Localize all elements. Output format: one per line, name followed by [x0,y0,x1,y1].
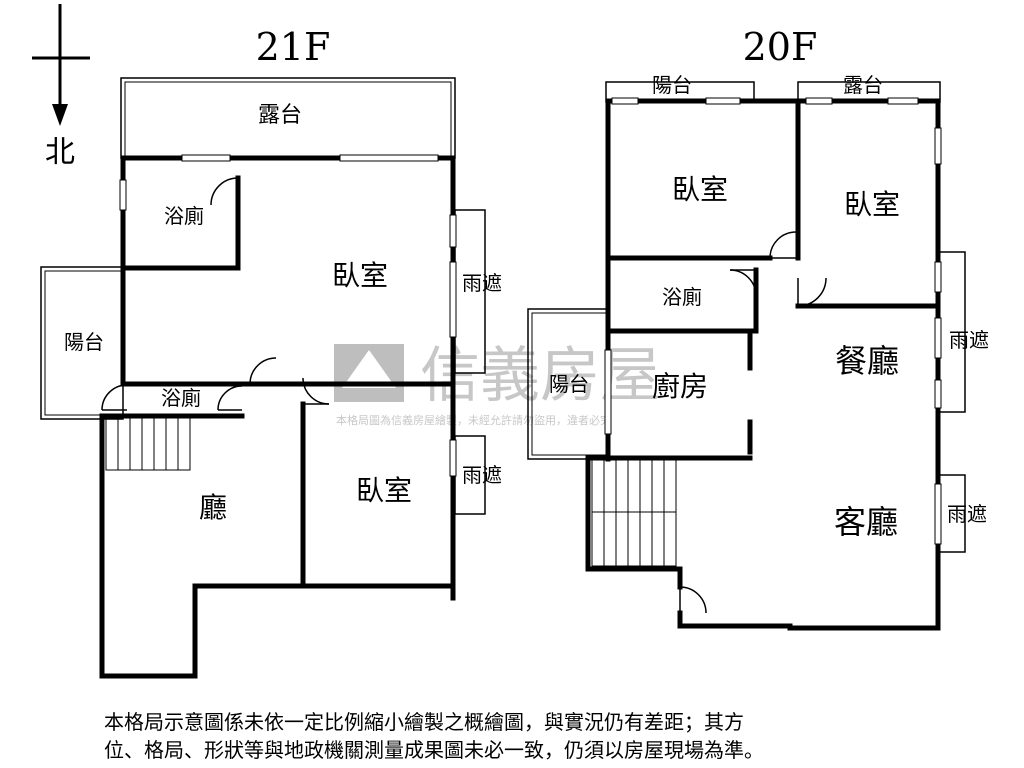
room-label-dining: 餐廳 [835,342,899,380]
floor-title-20f: 20F [743,25,818,69]
room-label-bedroom-lower: 臥室 [356,474,412,507]
room-label-terrace-top: 露台 [843,73,883,97]
room-label-balcony-top: 陽台 [652,73,692,97]
north-label: 北 [45,135,75,170]
walls-21f [99,155,456,679]
room-label-balcony: 陽台 [64,330,104,354]
stairs-21f [105,417,191,471]
room-label-balcony-side: 陽台 [549,372,589,396]
room-label-bedroom-main: 臥室 [332,259,388,292]
watermark-notice: 本格局圖為信義房屋繪製，未經允許請勿盜用，違者必究 [336,413,611,427]
room-label-canopy-lower: 雨遮 [462,463,502,487]
floor-plan-20f: 陽台 露台 臥室 臥室 浴廁 廚房 餐廳 雨遮 陽台 客廳 雨遮 [527,73,989,631]
room-label-bedroom-right: 臥室 [844,188,900,221]
room-label-hall: 廳 [199,491,227,524]
watermark: 信義房屋 本格局圖為信義房屋繪製，未經允許請勿盜用，違者必究 [334,341,660,427]
north-compass: 北 [32,4,90,170]
walls-20f [585,98,941,631]
room-label-terrace: 露台 [258,103,302,128]
watermark-logo-mark [342,350,396,388]
room-label-living: 客廳 [834,503,898,541]
room-label-bedroom-left: 臥室 [672,173,728,206]
stairs-20f [591,459,677,567]
arrow-down-icon [52,104,68,126]
room-label-canopy-dining: 雨遮 [949,328,989,352]
doors-20f [679,231,827,614]
floor-title-21f: 21F [256,25,331,69]
disclaimer-line-2: 位、格局、形狀等與地政機關測量成果圖未必一致，仍須以房屋現場為準。 [104,738,764,762]
room-label-bath-lower: 浴廁 [161,386,201,410]
disclaimer-line-1: 本格局示意圖係未依一定比例縮小繪製之概繪圖，與實況仍有差距；其方 [104,710,744,734]
watermark-brand: 信義房屋 [420,341,660,411]
room-label-bath: 浴廁 [662,285,702,309]
doors-21f [101,177,330,411]
room-label-bath-upper: 浴廁 [164,204,204,228]
floor-plan-21f: 露台 浴廁 臥室 雨遮 陽台 浴廁 廳 臥室 雨遮 [40,77,502,679]
room-label-canopy-living: 雨遮 [947,502,987,526]
room-label-kitchen: 廚房 [652,370,708,403]
room-label-canopy-upper: 雨遮 [462,271,502,295]
